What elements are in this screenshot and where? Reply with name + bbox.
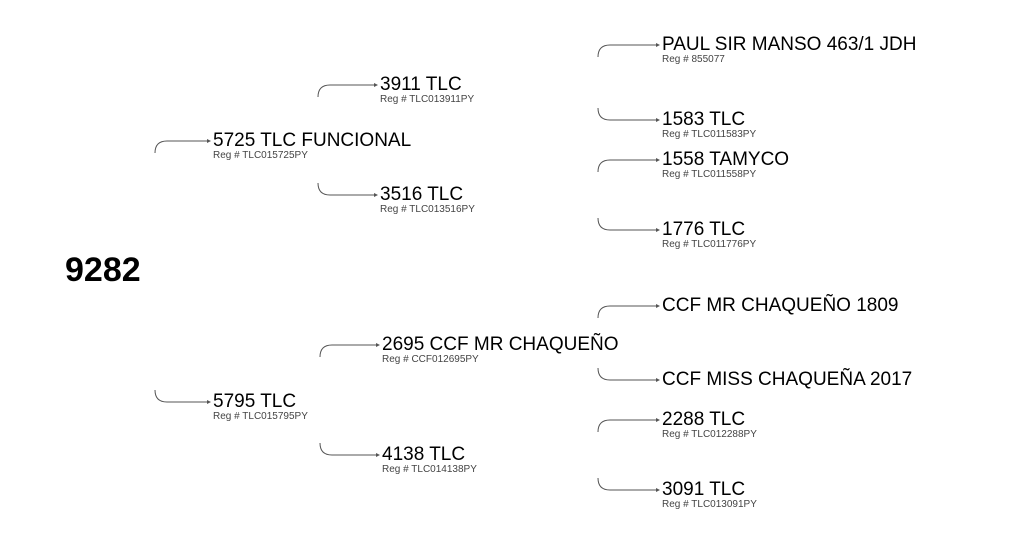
- connector-dsd: [597, 367, 656, 381]
- node-dds-reg: Reg # TLC012288PY: [662, 429, 757, 440]
- connector-sire-sire: [317, 84, 374, 98]
- node-sire-name: 5725 TLC FUNCIONAL: [213, 130, 412, 151]
- node-sire-sire-name: 3911 TLC: [380, 74, 462, 95]
- node-sire-dam-name: 3516 TLC: [380, 184, 464, 205]
- node-dam-dam: 4138 TLC Reg # TLC014138PY: [382, 444, 477, 476]
- node-ddd: 3091 TLC Reg # TLC013091PY: [662, 479, 757, 511]
- node-dam-reg: Reg # TLC015795PY: [213, 411, 308, 422]
- node-sds-reg: Reg # TLC011558PY: [662, 169, 757, 180]
- connector-ddd: [597, 477, 656, 491]
- connector-dds: [597, 419, 656, 433]
- connector-dam-sire: [319, 344, 376, 358]
- node-dss-name: CCF MR CHAQUEÑO 1809: [662, 295, 899, 316]
- connector-sss: [597, 44, 656, 58]
- node-sire-sire: 3911 TLC Reg # TLC013911PY: [380, 74, 475, 106]
- connector-dam-dam: [319, 442, 376, 456]
- connector-sdd: [597, 217, 656, 231]
- node-sire-dam-reg: Reg # TLC013516PY: [380, 204, 475, 215]
- node-sds: 1558 TAMYCO Reg # TLC011558PY: [662, 149, 790, 181]
- node-sdd-name: 1776 TLC: [662, 219, 746, 240]
- node-dds-name: 2288 TLC: [662, 409, 746, 430]
- node-dam-sire: 2695 CCF MR CHAQUEÑO Reg # CCF012695PY: [382, 334, 619, 366]
- node-dam-dam-name: 4138 TLC: [382, 444, 466, 465]
- node-sss: PAUL SIR MANSO 463/1 JDH Reg # 855077: [662, 34, 917, 66]
- node-ssd: 1583 TLC Reg # TLC011583PY: [662, 109, 757, 141]
- node-dam-sire-reg: Reg # CCF012695PY: [382, 354, 479, 365]
- node-dss: CCF MR CHAQUEÑO 1809: [662, 295, 899, 316]
- node-sire: 5725 TLC FUNCIONAL Reg # TLC015725PY: [213, 130, 412, 162]
- node-sire-reg: Reg # TLC015725PY: [213, 150, 308, 161]
- node-sire-sire-reg: Reg # TLC013911PY: [380, 94, 475, 105]
- node-sds-name: 1558 TAMYCO: [662, 149, 790, 170]
- node-dam: 5795 TLC Reg # TLC015795PY: [213, 391, 308, 423]
- node-ddd-name: 3091 TLC: [662, 479, 746, 500]
- node-sdd: 1776 TLC Reg # TLC011776PY: [662, 219, 757, 251]
- connector-sire: [154, 140, 207, 154]
- node-dsd-name: CCF MISS CHAQUEÑA 2017: [662, 369, 913, 390]
- connector-dam: [154, 389, 207, 403]
- connector-dss: [597, 305, 656, 319]
- node-dam-name: 5795 TLC: [213, 391, 297, 412]
- connector-ssd: [597, 107, 656, 121]
- node-ssd-reg: Reg # TLC011583PY: [662, 129, 757, 140]
- connector-sire-dam: [317, 182, 374, 196]
- node-sss-reg: Reg # 855077: [662, 54, 725, 65]
- node-sdd-reg: Reg # TLC011776PY: [662, 239, 757, 250]
- node-dds: 2288 TLC Reg # TLC012288PY: [662, 409, 757, 441]
- node-sire-dam: 3516 TLC Reg # TLC013516PY: [380, 184, 475, 216]
- node-ddd-reg: Reg # TLC013091PY: [662, 499, 757, 510]
- connector-sds: [597, 159, 656, 173]
- node-dsd: CCF MISS CHAQUEÑA 2017: [662, 369, 913, 390]
- node-dam-dam-reg: Reg # TLC014138PY: [382, 464, 477, 475]
- root-animal-name: 9282: [65, 251, 141, 289]
- node-dam-sire-name: 2695 CCF MR CHAQUEÑO: [382, 334, 619, 355]
- node-ssd-name: 1583 TLC: [662, 109, 746, 130]
- node-sss-name: PAUL SIR MANSO 463/1 JDH: [662, 34, 917, 55]
